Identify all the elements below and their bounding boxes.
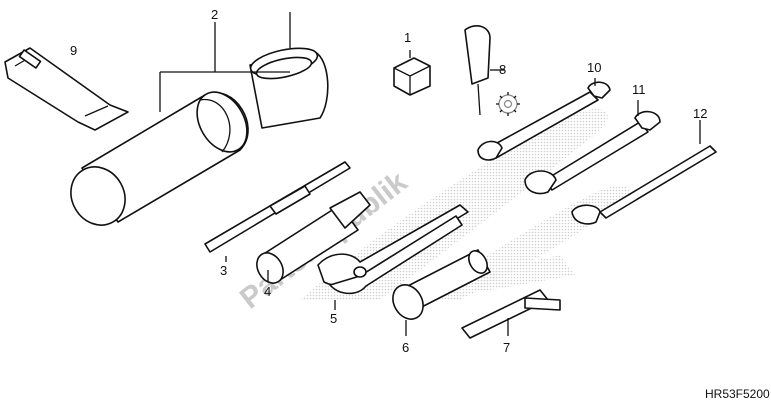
wrench-part-11[interactable] <box>524 100 661 195</box>
callout-12: 12 <box>693 106 707 121</box>
callout-9: 9 <box>70 43 77 58</box>
wrench-part-10[interactable] <box>477 78 611 161</box>
figure-code: HR53F5200 <box>705 387 770 401</box>
callout-6: 6 <box>402 340 409 355</box>
callout-4: 4 <box>264 284 271 299</box>
fuse-part-1[interactable] <box>393 50 431 96</box>
callout-7: 7 <box>503 340 510 355</box>
screwdriver-rod-part-3[interactable] <box>204 161 351 262</box>
callout-2: 2 <box>211 7 218 22</box>
callout-8: 8 <box>499 62 506 77</box>
gear-icon <box>496 92 520 116</box>
callout-5: 5 <box>330 311 337 326</box>
hex-key-part-7[interactable] <box>461 289 561 339</box>
callout-1: 1 <box>404 30 411 45</box>
rod-wrench-part-12[interactable] <box>571 120 717 225</box>
callout-10: 10 <box>587 60 601 75</box>
tool-tube-part-2[interactable] <box>60 12 329 235</box>
socket-handle-part-4[interactable] <box>252 191 371 288</box>
callout-3: 3 <box>220 263 227 278</box>
pliers-part-5[interactable] <box>317 204 469 310</box>
screwdriver-part-8[interactable] <box>464 25 505 116</box>
plug-wrench-part-6[interactable] <box>387 248 491 336</box>
callout-11: 11 <box>632 82 646 97</box>
rubber-strap-part-9[interactable] <box>4 47 129 131</box>
